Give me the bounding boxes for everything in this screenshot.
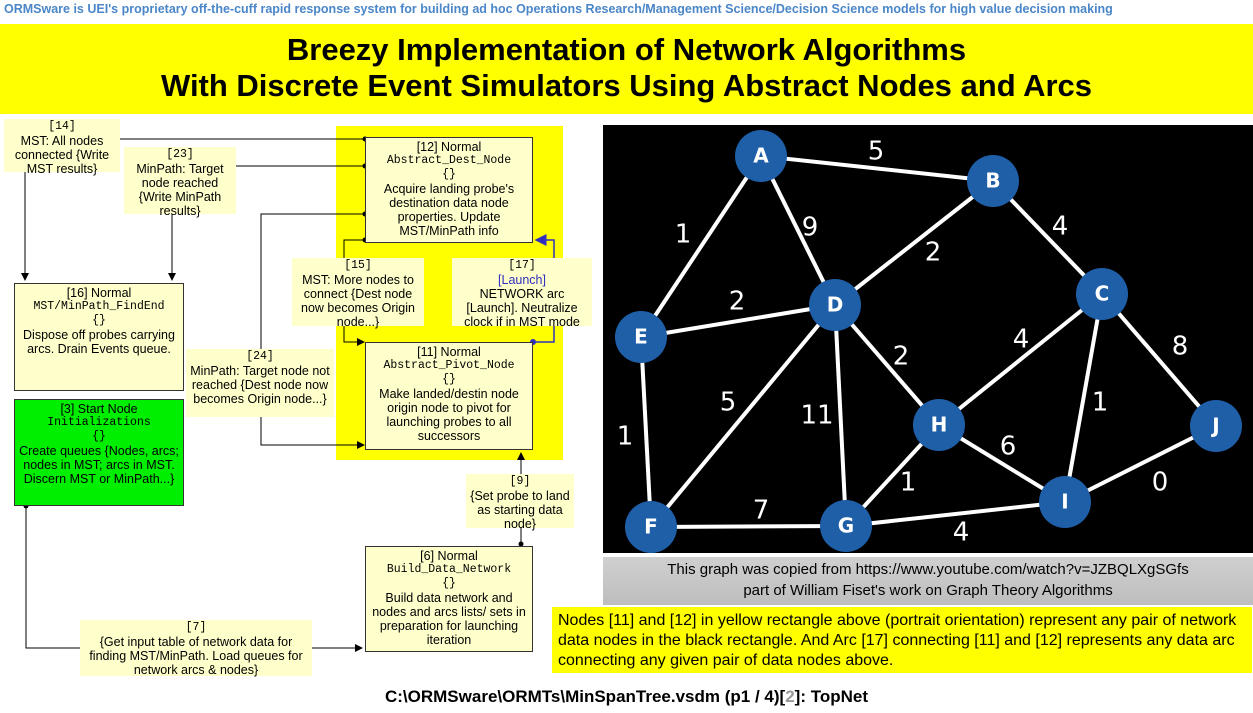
edge-i-j (1064, 424, 1217, 504)
edge-weight-a-b: 5 (868, 137, 885, 167)
vertex-d (809, 279, 861, 331)
edge-a-e (639, 154, 763, 339)
edge-weight-i-j: 0 (1152, 468, 1169, 498)
edge-weight-b-c: 4 (1052, 212, 1069, 242)
vertex-f (625, 501, 677, 553)
caption-line-1: This graph was copied from https://www.y… (667, 561, 1189, 578)
page-number-link[interactable]: 2 (785, 687, 795, 706)
edge-c-h (937, 292, 1104, 427)
vertex-label-j: J (1210, 414, 1219, 438)
vertex-g (820, 500, 872, 552)
node-6-build-data-network[interactable]: [6] Normal Build_Data_Network {} Build d… (365, 546, 533, 652)
explanatory-note: Nodes [11] and [12] in yellow rectangle … (552, 607, 1252, 673)
node-11-abstract-pivot[interactable]: [11] Normal Abstract_Pivot_Node {} Make … (365, 342, 533, 450)
edge-weight-d-h: 2 (893, 342, 910, 372)
edge-weight-f-g: 7 (753, 496, 770, 526)
arc-17-label[interactable]: [17] [Launch] NETWORK arc [Launch]. Neut… (452, 258, 592, 329)
title-line-1: Breezy Implementation of Network Algorit… (286, 32, 967, 67)
vertex-label-d: D (827, 293, 844, 317)
title-line-2: With Discrete Event Simulators Using Abs… (160, 68, 1093, 103)
vertex-label-c: C (1095, 282, 1110, 306)
graph-caption: This graph was copied from https://www.y… (603, 557, 1253, 605)
arc-7-label[interactable]: [7] {Get input table of network data for… (80, 620, 312, 677)
edge-weight-b-d: 2 (925, 238, 942, 268)
vertex-label-i: I (1061, 490, 1068, 514)
vertex-b (967, 155, 1019, 207)
edge-d-f (649, 303, 837, 529)
vertex-label-g: G (838, 514, 854, 538)
edge-b-c (991, 179, 1104, 296)
node-3-start[interactable]: [3] Start Node Initializations {} Create… (14, 399, 184, 506)
edge-weight-h-i: 6 (1000, 432, 1017, 462)
file-path-footer: C:\ORMSware\ORMTs\MinSpanTree.vsdm (p1 /… (384, 687, 868, 706)
vertex-h (913, 399, 965, 451)
vertex-label-a: A (753, 144, 769, 168)
node-12-abstract-dest[interactable]: [12] Normal Abstract_Dest_Node {} Acquir… (365, 137, 533, 243)
edge-f-g (650, 524, 847, 529)
edge-d-g (833, 304, 848, 527)
vertex-label-h: H (931, 413, 948, 437)
arc-14-label[interactable]: [14] MST: All nodes connected {Write MST… (4, 119, 120, 176)
arc-9-label[interactable]: [9] {Set probe to land as starting data … (466, 474, 574, 531)
node-16-findend[interactable]: [16] Normal MST/MinPath_FindEnd {} Dispo… (14, 283, 184, 391)
vertex-c (1076, 268, 1128, 320)
vertex-label-f: F (644, 515, 658, 539)
title-banner: Breezy Implementation of Network Algorit… (0, 24, 1253, 114)
edge-weight-a-e: 1 (675, 220, 692, 250)
vertex-a (735, 130, 787, 182)
edge-weight-e-d: 2 (729, 287, 746, 317)
top-tagline: ORMSware is UEI's proprietary off-the-cu… (4, 2, 1113, 16)
edge-a-d (759, 155, 837, 306)
edge-a-b (760, 154, 994, 183)
edge-weight-d-g: 11 (800, 401, 833, 431)
edge-weight-h-g: 1 (900, 468, 917, 498)
edge-weight-c-i: 1 (1092, 388, 1109, 418)
edge-c-j (1100, 292, 1218, 428)
vertex-j (1190, 400, 1242, 452)
edge-weight-g-i: 4 (953, 518, 970, 548)
network-graph: 5 1 9 2 4 2 1 5 11 2 4 1 8 1 6 7 4 0 A B C D E F G H I J (615, 130, 1242, 553)
network-graph-panel: 5 1 9 2 4 2 1 5 11 2 4 1 8 1 6 7 4 0 A B C D E F G H I J (603, 125, 1253, 553)
edge-weight-a-d: 9 (802, 213, 819, 243)
arc-23-label[interactable]: [23] MinPath: Target node reached {Write… (124, 147, 236, 218)
arc-24-label[interactable]: [24] MinPath: Target node not reached {D… (186, 349, 334, 417)
edge-weight-e-f: 1 (617, 422, 634, 452)
edge-weight-d-f: 5 (720, 388, 737, 418)
edge-weight-c-j: 8 (1172, 332, 1189, 362)
vertex-label-b: B (985, 169, 1000, 193)
edge-b-d (833, 179, 995, 307)
vertex-label-e: E (634, 325, 648, 349)
edge-c-i (1063, 293, 1104, 503)
caption-line-2: part of William Fiset's work on Graph Th… (743, 582, 1113, 599)
edge-d-h (833, 303, 941, 427)
edge-e-d (640, 303, 836, 339)
vertex-e (615, 311, 667, 363)
edge-e-f (639, 336, 653, 528)
arc-15-label[interactable]: [15] MST: More nodes to connect {Dest no… (292, 258, 424, 329)
edge-weight-c-h: 4 (1013, 325, 1030, 355)
vertex-i (1039, 476, 1091, 528)
edge-g-i (845, 500, 1066, 528)
